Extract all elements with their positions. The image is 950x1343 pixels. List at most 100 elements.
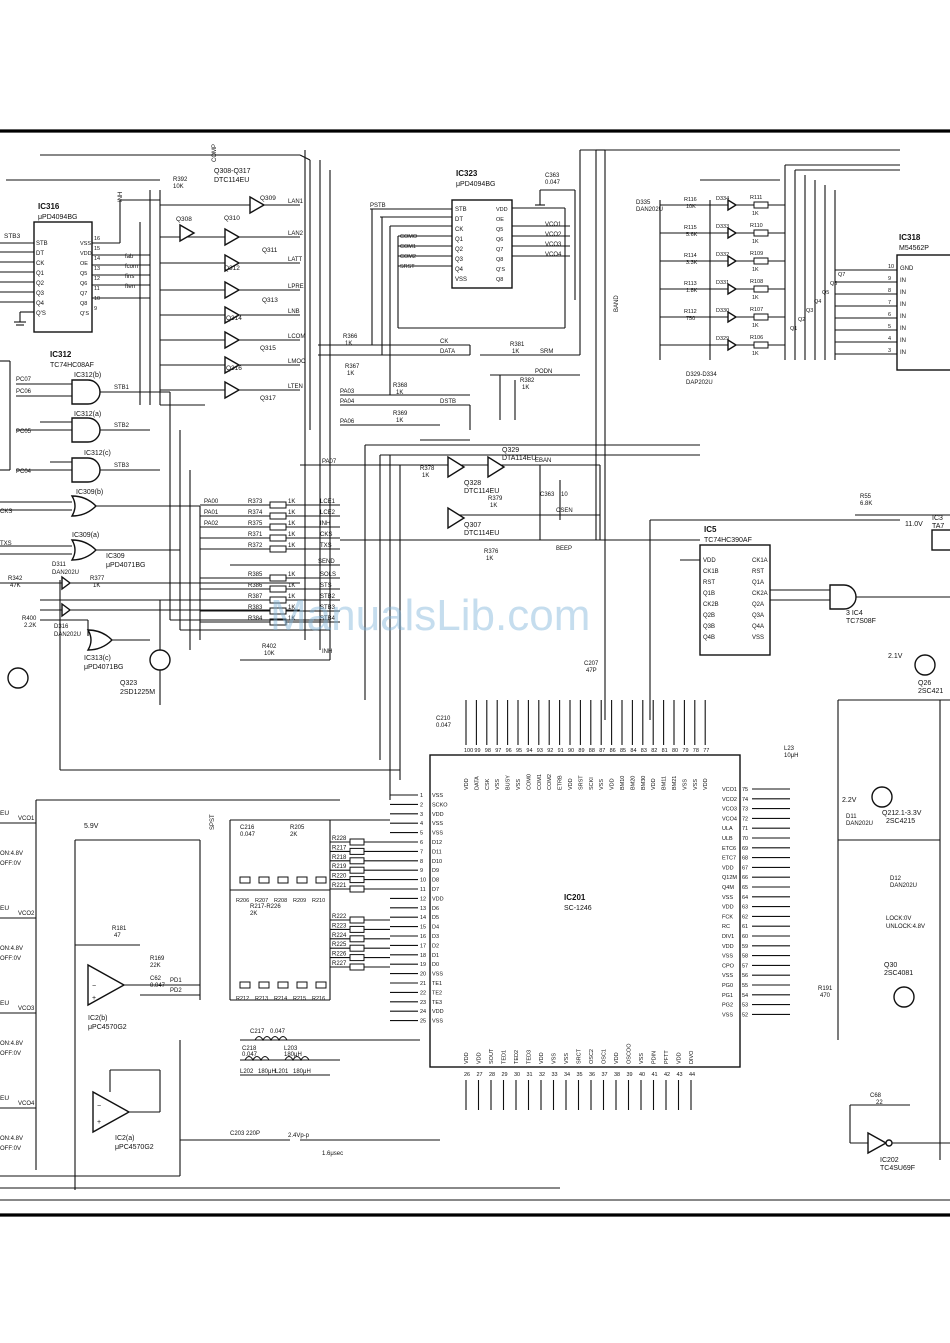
ic201-left-num-14: 15 [420, 925, 426, 931]
left-eu-0: EU [0, 810, 9, 817]
ic201-res-8 [349, 935, 365, 943]
r377-label: R377 [90, 576, 105, 582]
ic316-stb3-label: STB3 [4, 233, 21, 240]
ic316-pin-right-7: Q'S [80, 311, 89, 317]
ic5-left-3: Q1B [703, 591, 715, 597]
mid-bus-resname-4: R372 [248, 543, 263, 549]
ic201-left-num-22: 23 [420, 1000, 426, 1006]
spst-label: SPST [210, 814, 216, 830]
mid-bus-out-4: TXS [320, 543, 332, 549]
ic201-bottom-num-12: 38 [614, 1072, 620, 1078]
ic201-right-num-0: 75 [742, 787, 748, 793]
c363-label: C363 [545, 173, 560, 179]
ic201-bottom-pin-1: VDD [477, 1052, 483, 1064]
mid-bus2-resname-4: R384 [248, 616, 263, 622]
mid-bus2-resname-0: R385 [248, 572, 263, 578]
ic201-left-num-7: 8 [420, 859, 423, 865]
ic201-res-label-3: R219 [332, 864, 347, 870]
ic5-right-3: CK2A [752, 591, 768, 597]
ic202: IC202 TC4SU69F C68 22 [849, 1093, 950, 1172]
ic2a-minus: − [97, 1103, 101, 1110]
c210-label: C210 [436, 716, 451, 722]
mid-bus2-resname-1: R386 [248, 583, 263, 589]
c204-label: L202 [240, 1069, 254, 1075]
r217-226-label: R205 [290, 825, 305, 831]
ic318-pin-0: GND [900, 266, 914, 272]
ic201-top-num-1: 99 [474, 748, 480, 754]
ic4-part: TC7S08F [846, 618, 876, 625]
ic201-right-num-20: 55 [742, 983, 748, 989]
r376-label: R376 [484, 549, 499, 555]
ic201-res-9 [349, 944, 365, 952]
ic5-right-5: Q3A [752, 613, 764, 619]
ic201-right-pin-21: PG1 [722, 993, 733, 999]
ic201-top-num-11: 89 [578, 748, 584, 754]
r230-val: 22 [876, 1100, 883, 1106]
ic201-left-num-16: 17 [420, 943, 426, 949]
ic201-right-num-23: 52 [742, 1012, 748, 1018]
ic201-right-pin-8: VDD [722, 865, 734, 871]
driver-transistor-1 [224, 227, 241, 247]
net-lten: LTEN [288, 384, 303, 390]
c363-val: 0.047 [545, 180, 561, 186]
c207-val: 47P [586, 668, 597, 674]
ic316-pinnum-4: 12 [94, 276, 100, 282]
ic201-left-num-9: 10 [420, 878, 426, 884]
r201-val: 470 [820, 993, 831, 999]
ic201-top-pin-19: BM11 [662, 776, 668, 790]
ic201-bottom-pin-18: DIVO [689, 1050, 695, 1064]
ic201-res-bot-rect-2 [277, 981, 289, 989]
ic201-top-num-7: 93 [537, 748, 543, 754]
usec-label: 1.6μsec [322, 1151, 343, 1157]
mid-bus-net-0: PA00 [204, 499, 219, 505]
q323-part: 2SD1225M [120, 689, 155, 696]
cks-left: CKS [0, 509, 12, 515]
mid-bus2-out-2: STB2 [320, 594, 336, 600]
ic201-res-label-4: R220 [332, 874, 347, 880]
q307-label: Q307 [464, 522, 481, 529]
ladder-rval-1: 1K [752, 239, 759, 245]
q323-label: Q323 [120, 680, 137, 687]
ic309a-label: IC309(a) [72, 532, 99, 539]
r366-label: R366 [343, 334, 358, 340]
d316-label: D316 [54, 624, 69, 630]
ic316-pin-left-6: Q4 [36, 301, 45, 307]
ic201-res-bot-rect-4 [315, 981, 327, 989]
left-vco-0: VCO1 [18, 816, 35, 822]
mid-bus2-resval-1: 1K [288, 583, 295, 589]
ic201-right-num-19: 56 [742, 973, 748, 979]
v21-label: 2.1V [888, 653, 903, 660]
q328-q329-q307: Q329 DTA114EU Q328 DTC114EU Q307 DTC114E… [447, 447, 536, 537]
ic318-in-1: Q6 [830, 281, 837, 287]
ic201-top-num-14: 86 [610, 748, 616, 754]
mid-bus2-resval-4: 1K [288, 616, 295, 622]
ic201-right-num-7: 68 [742, 856, 748, 862]
ic201-left-num-2: 3 [420, 812, 423, 818]
r366-val: 1K [345, 341, 352, 347]
ic201-res-bot-1: R213 [255, 996, 268, 1002]
ic201-res-6 [349, 916, 365, 924]
ic201-res-4 [349, 876, 365, 884]
v24-label: 2.4Vp-p [288, 1133, 310, 1139]
diode-0 [727, 198, 738, 212]
l23-label: L23 [784, 746, 795, 752]
mid-bus-resval-4: 1K [288, 543, 295, 549]
ic201-left-num-17: 18 [420, 953, 426, 959]
ic5-right-7: VSS [752, 635, 764, 641]
diode-2 [727, 254, 738, 268]
r392-val: 10K [173, 184, 184, 190]
ic201-top-pin-16: BM20 [630, 776, 636, 790]
mid-bus-resname-1: R374 [248, 510, 263, 516]
ladder-vl-3: 1.8K [686, 288, 698, 294]
ic201-top-pin-3: VSS [495, 779, 501, 790]
ic201-right-pin-22: PG2 [722, 1003, 733, 1009]
ic201-res-label-1: R217 [332, 845, 347, 851]
q308-317-label: Q308-Q317 [214, 168, 251, 175]
mid-bus2-resval-2: 1K [288, 594, 295, 600]
ic4: 3 IC4 TC7S08F [829, 584, 950, 625]
d316-part: DAN202U [54, 632, 81, 638]
ic201-top-num-16: 84 [630, 748, 636, 754]
left-edge-labels: EUVCO1ON:4.8VOFF:0VEUVCO2ON:4.8VOFF:0VEU… [0, 810, 36, 1152]
ic316-part: μPD4094BG [38, 214, 77, 221]
